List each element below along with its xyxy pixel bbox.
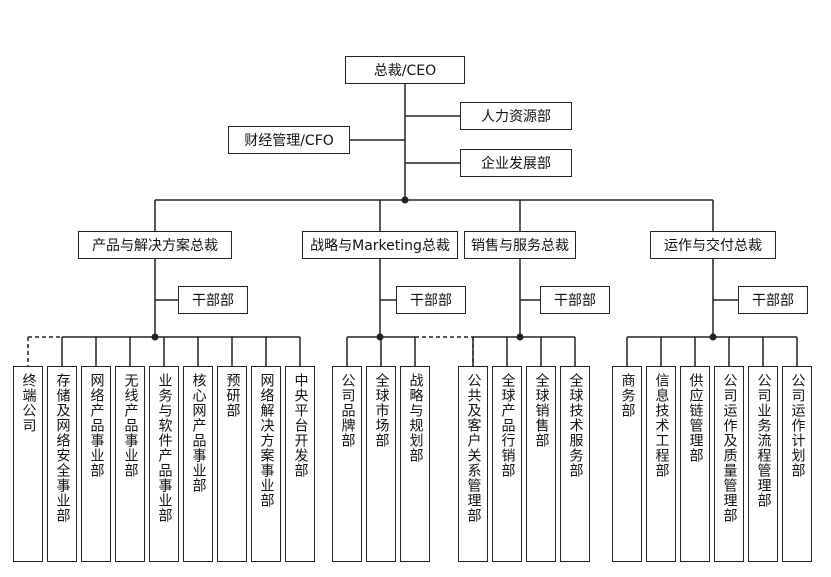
dept-box: 全球产品行销部 xyxy=(492,366,522,562)
dept-box: 存储及网络安全事业部 xyxy=(47,366,77,562)
dept-label: 预研部 xyxy=(224,373,241,418)
dept-box: 公司运作及质量管理部 xyxy=(714,366,744,562)
dept-label: 公司品牌部 xyxy=(339,373,356,448)
dept-box: 业务与软件产品事业部 xyxy=(149,366,179,562)
dept-box: 全球销售部 xyxy=(526,366,556,562)
dept-label: 业务与软件产品事业部 xyxy=(156,373,173,523)
dept-box: 信息技术工程部 xyxy=(646,366,676,562)
dept-box: 公司品牌部 xyxy=(332,366,362,562)
cfo-box: 财经管理/CFO xyxy=(228,126,350,154)
dept-box: 预研部 xyxy=(217,366,247,562)
dept-box: 全球技术服务部 xyxy=(560,366,590,562)
dept-label: 终端公司 xyxy=(20,373,37,433)
dept-label: 网络解决方案事业部 xyxy=(258,373,275,508)
enterprise-dev-box: 企业发展部 xyxy=(460,149,572,177)
division-title-operations: 运作与交付总裁 xyxy=(650,231,776,259)
dept-label: 全球技术服务部 xyxy=(567,373,584,478)
dept-box: 中央平台开发部 xyxy=(285,366,315,562)
dept-label: 网络产品事业部 xyxy=(88,373,105,478)
dept-box: 公司运作计划部 xyxy=(782,366,812,562)
dept-box: 网络解决方案事业部 xyxy=(251,366,281,562)
dept-box: 商务部 xyxy=(612,366,642,562)
ceo-box: 总裁/CEO xyxy=(345,56,465,84)
dept-label: 无线产品事业部 xyxy=(122,373,139,478)
cadre-dept-strategy: 干部部 xyxy=(396,286,466,314)
dept-label: 供应链管理部 xyxy=(687,373,704,463)
dept-box: 战略与规划部 xyxy=(400,366,430,562)
dept-label: 全球市场部 xyxy=(373,373,390,448)
dept-label: 公司业务流程管理部 xyxy=(755,373,772,508)
cadre-dept-operations: 干部部 xyxy=(738,286,808,314)
dept-label: 公司运作及质量管理部 xyxy=(721,373,738,523)
dept-label: 全球产品行销部 xyxy=(499,373,516,478)
cadre-dept-sales: 干部部 xyxy=(540,286,610,314)
dept-box: 全球市场部 xyxy=(366,366,396,562)
dept-box: 公司业务流程管理部 xyxy=(748,366,778,562)
dept-label: 商务部 xyxy=(619,373,636,418)
dept-box: 供应链管理部 xyxy=(680,366,710,562)
division-title-strategy: 战略与Marketing总裁 xyxy=(302,231,458,259)
division-title-product: 产品与解决方案总裁 xyxy=(78,231,232,259)
dept-label: 信息技术工程部 xyxy=(653,373,670,478)
dept-box: 核心网产品事业部 xyxy=(183,366,213,562)
dept-label: 全球销售部 xyxy=(533,373,550,448)
dept-label: 公共及客户关系管理部 xyxy=(465,373,482,523)
dept-label: 存储及网络安全事业部 xyxy=(54,373,71,523)
dept-label: 公司运作计划部 xyxy=(789,373,806,478)
dept-label: 核心网产品事业部 xyxy=(190,373,207,493)
dept-box: 无线产品事业部 xyxy=(115,366,145,562)
hr-dept-box: 人力资源部 xyxy=(460,102,572,130)
dept-label: 中央平台开发部 xyxy=(292,373,309,478)
dept-box: 公共及客户关系管理部 xyxy=(458,366,488,562)
dept-box: 终端公司 xyxy=(13,366,43,562)
division-title-sales: 销售与服务总裁 xyxy=(464,231,576,259)
cadre-dept-product: 干部部 xyxy=(178,286,248,314)
dept-label: 战略与规划部 xyxy=(407,373,424,463)
dept-box: 网络产品事业部 xyxy=(81,366,111,562)
